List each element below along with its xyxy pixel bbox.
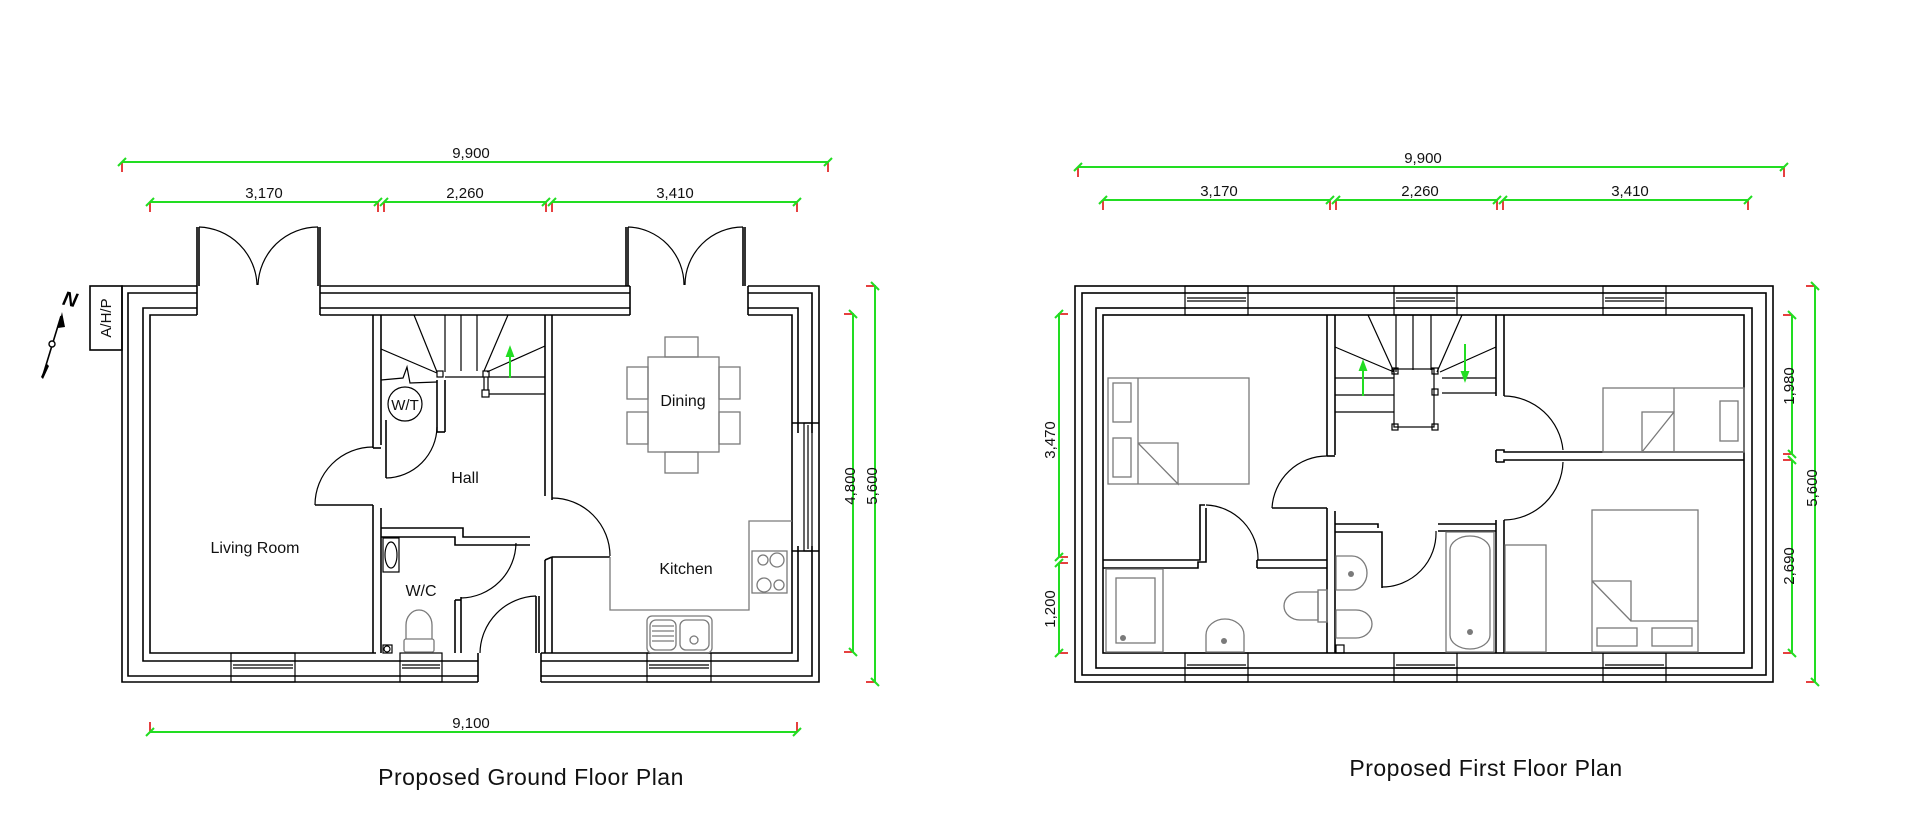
hob-icon [751,550,788,594]
ff-dim-right: 1,980 2,690 5,600 [1781,281,1821,687]
gf-bottom-windows [230,652,712,683]
sink-icon [646,615,713,654]
ff-bed-1 [1107,377,1250,486]
gf-dim-overall-bottom: 9,100 [145,715,802,737]
ff-dim-segments: 3,170 2,260 3,410 [1098,183,1753,210]
ff-doors [1205,395,1564,588]
ff-dim-3170: 3,170 [1200,183,1238,200]
basin-icon [1205,618,1245,653]
ff-bathroom-fittings [1335,531,1495,654]
gf-dim-5600: 5,600 [864,467,881,505]
gf-internal-walls [372,315,610,653]
gf-dim-3170: 3,170 [245,185,283,202]
water-tank-icon [387,386,423,422]
ff-dim-left: 3,470 1,200 [1042,309,1068,658]
gf-wc-fittings [382,537,435,654]
north-label: N [61,288,80,313]
ff-title: Proposed First Floor Plan [1349,755,1622,781]
ff-dim-3470: 3,470 [1042,421,1059,459]
gf-dim-segments: 3,170 2,260 3,410 [145,185,802,212]
ff-bed-3 [1504,509,1699,653]
gf-dining-table [626,336,741,474]
first-floor-plan: 9,900 3,170 2,260 3,410 [1042,150,1821,781]
room-living-room: Living Room [211,540,300,557]
ff-dim-1980: 1,980 [1781,367,1798,405]
bath-icon [1445,531,1495,653]
ff-bed-2 [1602,387,1745,453]
gf-dim-overall-top: 9,900 [117,145,833,172]
ground-floor-plan: 9,900 3,170 2,260 3,410 [41,145,881,790]
ff-dim-9900: 9,900 [1404,150,1442,167]
air-heat-pump: A/H/P [89,285,123,351]
ff-dim-2260: 2,260 [1401,183,1439,200]
toilet-icon [405,609,433,639]
room-hall: Hall [451,470,479,487]
ff-ensuite-fittings [1105,568,1328,653]
gf-dim-4800: 4,800 [842,467,859,505]
bathroom-toilet-icon [1335,609,1373,639]
ff-dim-5600: 5,600 [1804,469,1821,507]
ff-staircase [1334,314,1497,431]
north-arrow-icon: N [41,288,80,379]
room-wc: W/C [405,583,436,600]
gf-dim-9100: 9,100 [452,715,490,732]
gf-french-doors-living [196,226,321,286]
ahp-label: A/H/P [98,298,115,337]
ff-dim-1200: 1,200 [1042,590,1059,628]
gf-title: Proposed Ground Floor Plan [378,764,684,790]
gf-dim-9900: 9,900 [452,145,490,162]
gf-french-doors-dining [625,226,746,286]
ensuite-toilet-icon [1283,591,1319,621]
gf-dim-vertical: 4,800 5,600 [842,281,881,687]
ff-dim-overall-top: 9,900 [1073,150,1789,177]
bath-basin-icon [1335,555,1368,591]
water-tank-label: W/T [391,397,419,414]
gf-dim-3410: 3,410 [656,185,694,202]
gf-internal-doors [314,420,611,654]
gf-kitchen-fittings [609,520,792,654]
gf-staircase: W/T [380,314,546,422]
room-dining: Dining [660,393,705,410]
ff-windows [1184,285,1667,683]
ff-dim-3410: 3,410 [1611,183,1649,200]
ff-dim-2690: 2,690 [1781,547,1798,585]
room-kitchen: Kitchen [659,561,712,578]
gf-dim-2260: 2,260 [446,185,484,202]
ff-internal-walls [1103,315,1744,653]
